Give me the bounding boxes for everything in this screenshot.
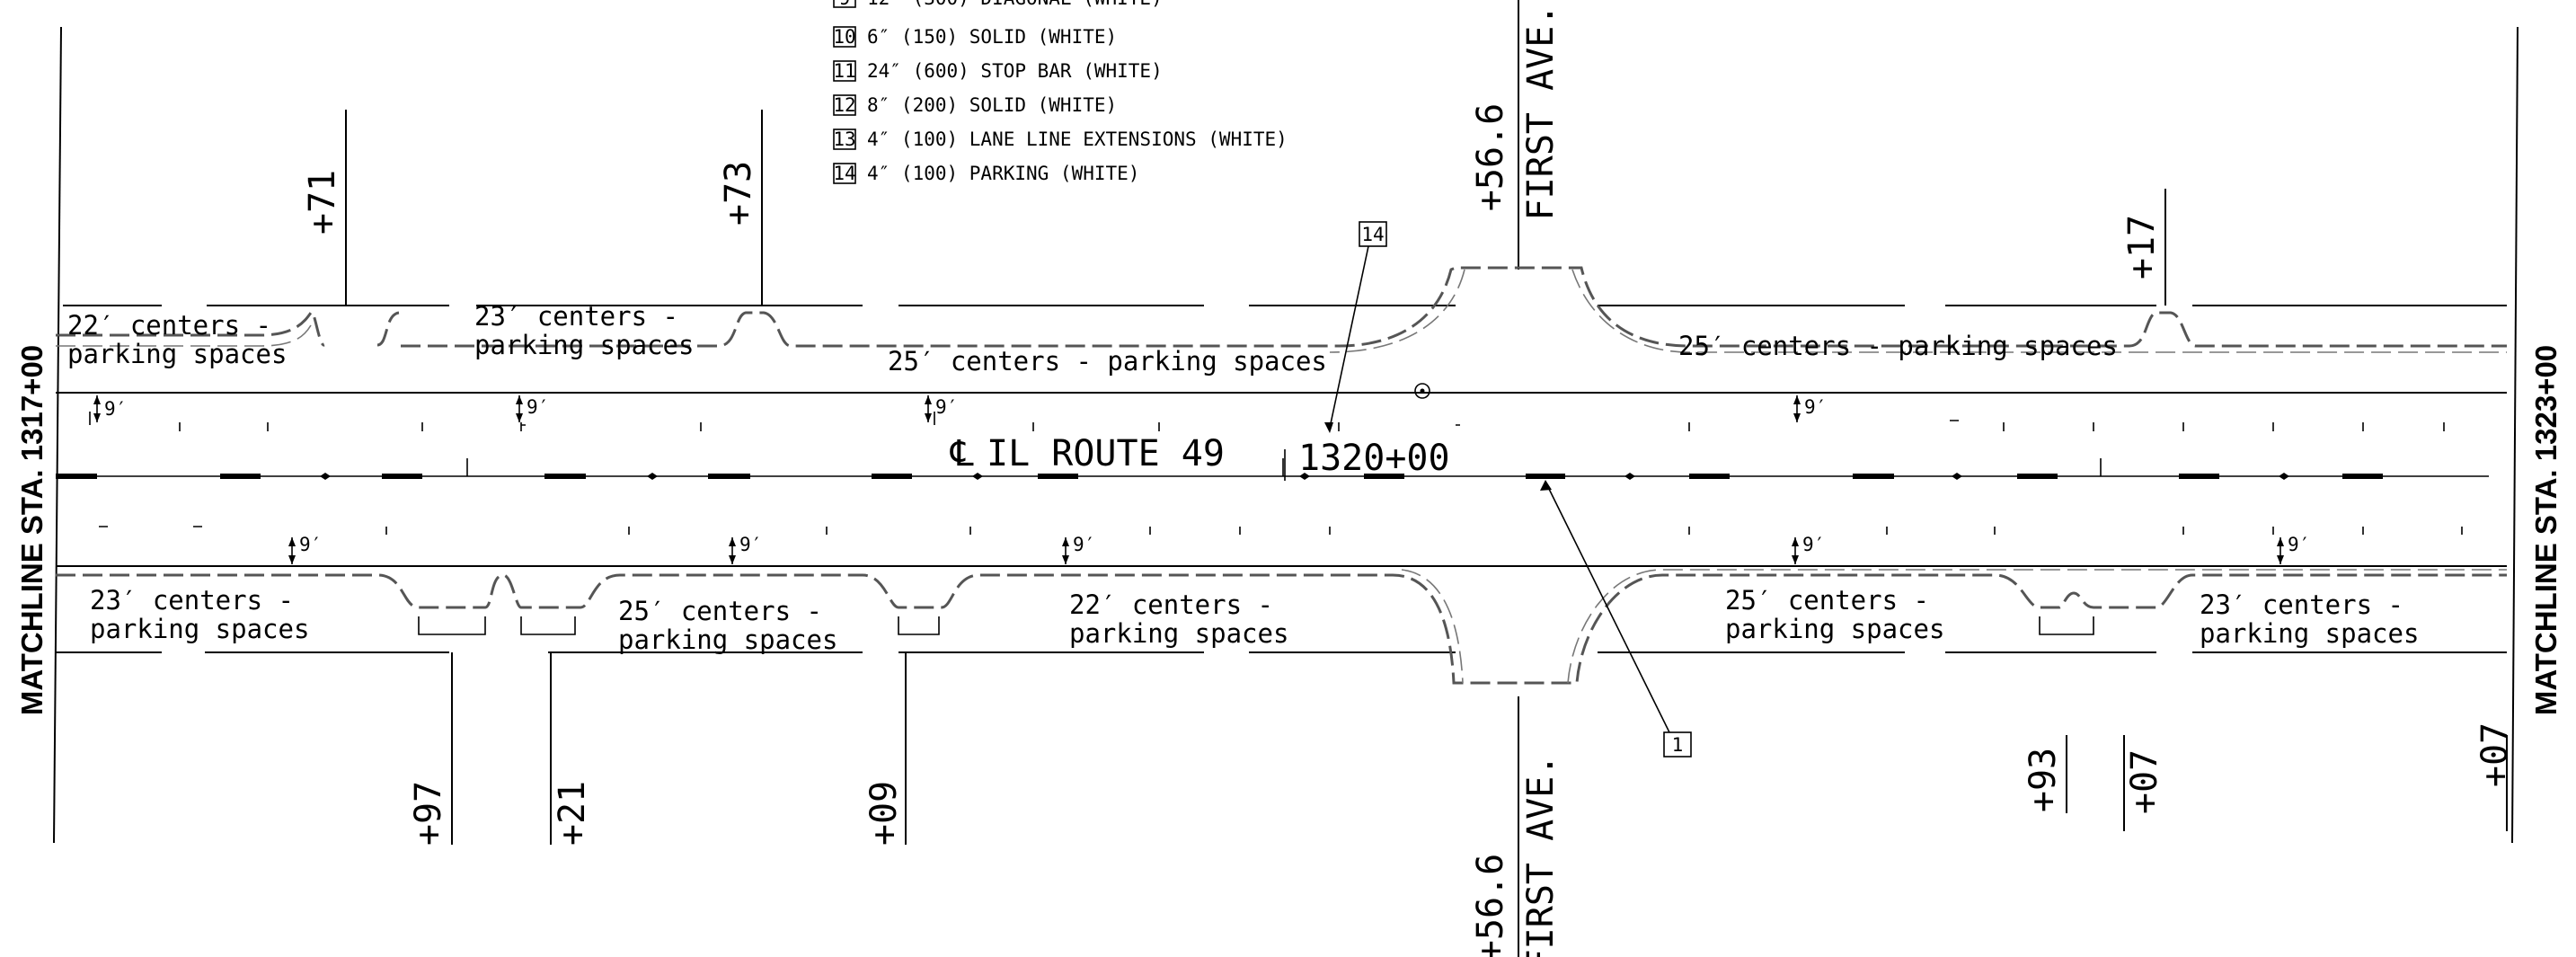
parking-labels-bottom: 23′ centers - parking spaces 25′ centers… [90, 585, 2419, 655]
callout-1: 1 [1540, 480, 1692, 758]
centerline [56, 458, 2489, 480]
route-station: 1320+00 [1298, 438, 1450, 479]
dimension-label: 9′ [1804, 396, 1827, 418]
parking-label: 25′ centers - parking spaces [1678, 331, 2118, 361]
parking-label: 23′ centers - [2200, 589, 2403, 620]
parking-label: parking spaces [67, 339, 287, 369]
station-label: +97 [408, 781, 449, 846]
cross-street-name-top: FIRST AVE. [1520, 4, 1562, 221]
legend-text: 4″ (100) LANE LINE EXTENSIONS (WHITE) [867, 128, 1288, 150]
station-label: +17 [2121, 215, 2163, 279]
dimension-label: 9′ [104, 398, 127, 420]
station-label: +07 [2474, 722, 2516, 787]
parking-label: parking spaces [2200, 618, 2419, 649]
legend-num: 11 [833, 60, 855, 82]
parking-label: 23′ centers - [90, 585, 294, 616]
parking-label: parking spaces [1725, 614, 1944, 644]
matchline-left: MATCHLINE STA. 1317+00 [15, 26, 62, 844]
parking-label: 25′ centers - parking spaces [888, 346, 1327, 377]
station-ticks-top: +71 +73 +17 [302, 110, 2166, 306]
legend-item: 9 12″ (300) DIAGONAL (WHITE) [833, 0, 1163, 9]
dimension-9ft: 9′ [1062, 534, 1095, 564]
legend-text: 24″ (600) STOP BAR (WHITE) [867, 60, 1163, 82]
station-label: +93 [2023, 748, 2064, 812]
legend-item: 10 6″ (150) SOLID (WHITE) [833, 26, 1117, 48]
station-label: +73 [718, 161, 759, 226]
dimension-9ft: 9′ [93, 395, 127, 422]
legend-text: 4″ (100) PARKING (WHITE) [867, 163, 1139, 184]
parking-label: parking spaces [90, 614, 309, 644]
parking-label: 23′ centers - [474, 301, 678, 332]
route-name: IL ROUTE 49 [987, 433, 1225, 474]
legend-num: 12 [833, 94, 855, 116]
station-label: +71 [302, 170, 343, 235]
legend-num: 13 [833, 128, 855, 150]
callout-number: 14 [1361, 224, 1384, 245]
legend-item: 12 8″ (200) SOLID (WHITE) [833, 94, 1117, 116]
dimension-9ft: 9′ [516, 395, 549, 422]
parking-label: 25′ centers - [618, 596, 822, 626]
cross-street-first-ave: +56.6 FIRST AVE. +56.6 FIRST AVE. [1470, 0, 1562, 957]
legend-num: 9 [839, 0, 851, 9]
callout-number: 1 [1672, 734, 1684, 756]
dimension-label: 9′ [739, 534, 762, 555]
parking-label: 22′ centers - [67, 310, 271, 341]
matchline-right-label: MATCHLINE STA. 1323+00 [2529, 345, 2563, 715]
station-label: +21 [552, 781, 593, 846]
dimension-9ft: 9′ [288, 534, 322, 564]
dimension-label: 9′ [1073, 534, 1095, 555]
parking-labels-top: 22′ centers - parking spaces 23′ centers… [67, 301, 2118, 377]
callout-14: 14 [1324, 221, 1387, 433]
legend-item: 13 4″ (100) LANE LINE EXTENSIONS (WHITE) [833, 128, 1288, 150]
legend-text: 6″ (150) SOLID (WHITE) [867, 26, 1117, 48]
centerline-symbol: ℄ [950, 433, 974, 474]
dimension-label: 9′ [2288, 534, 2310, 555]
cross-street-station-bottom: +56.6 [1470, 854, 1511, 957]
curb-top [56, 266, 2507, 353]
cross-street-station-top: +56.6 [1470, 103, 1511, 211]
parking-label: 22′ centers - [1069, 589, 1273, 620]
parking-label: parking spaces [474, 330, 694, 360]
dimension-label: 9′ [299, 534, 322, 555]
dimension-9ft: 9′ [1792, 534, 1825, 564]
cross-street-name-bottom: FIRST AVE. [1520, 755, 1562, 957]
legend: 9 12″ (300) DIAGONAL (WHITE) 10 6″ (150)… [833, 0, 1288, 184]
parking-label: parking spaces [618, 625, 837, 655]
legend-text: 12″ (300) DIAGONAL (WHITE) [867, 0, 1163, 9]
curb-bottom [56, 569, 2507, 685]
survey-point-icon [1414, 383, 1430, 399]
legend-item: 11 24″ (600) STOP BAR (WHITE) [833, 60, 1163, 82]
station-ticks-bottom: +97 +21 +09 +93 +07 +07 [408, 652, 2516, 846]
dimension-9ft: 9′ [729, 534, 762, 564]
parking-ticks-top [89, 412, 2445, 431]
legend-item: 14 4″ (100) PARKING (WHITE) [833, 163, 1139, 184]
dimension-9ft: 9′ [2277, 534, 2310, 564]
dimension-label: 9′ [935, 396, 958, 418]
dimension-9ft: 9′ [925, 395, 958, 422]
parking-label: parking spaces [1069, 618, 1288, 649]
matchline-right: MATCHLINE STA. 1323+00 [2511, 26, 2563, 844]
parking-label: 25′ centers - [1725, 585, 1929, 616]
station-label: +07 [2124, 749, 2165, 814]
dimension-markers: 9′ 9′ 9′ 9′ 9′ 9′ 9′ [93, 395, 2310, 564]
parking-ticks-bottom [99, 526, 2463, 535]
legend-num: 14 [833, 163, 855, 184]
dimension-label: 9′ [1802, 534, 1825, 555]
dimension-label: 9′ [527, 396, 549, 418]
dimension-9ft: 9′ [1793, 395, 1827, 422]
station-label: +09 [863, 781, 905, 846]
legend-num: 10 [833, 26, 855, 48]
matchline-left-label: MATCHLINE STA. 1317+00 [15, 345, 49, 715]
route-label: ℄ IL ROUTE 49 1320+00 [950, 433, 1450, 481]
legend-text: 8″ (200) SOLID (WHITE) [867, 94, 1117, 116]
